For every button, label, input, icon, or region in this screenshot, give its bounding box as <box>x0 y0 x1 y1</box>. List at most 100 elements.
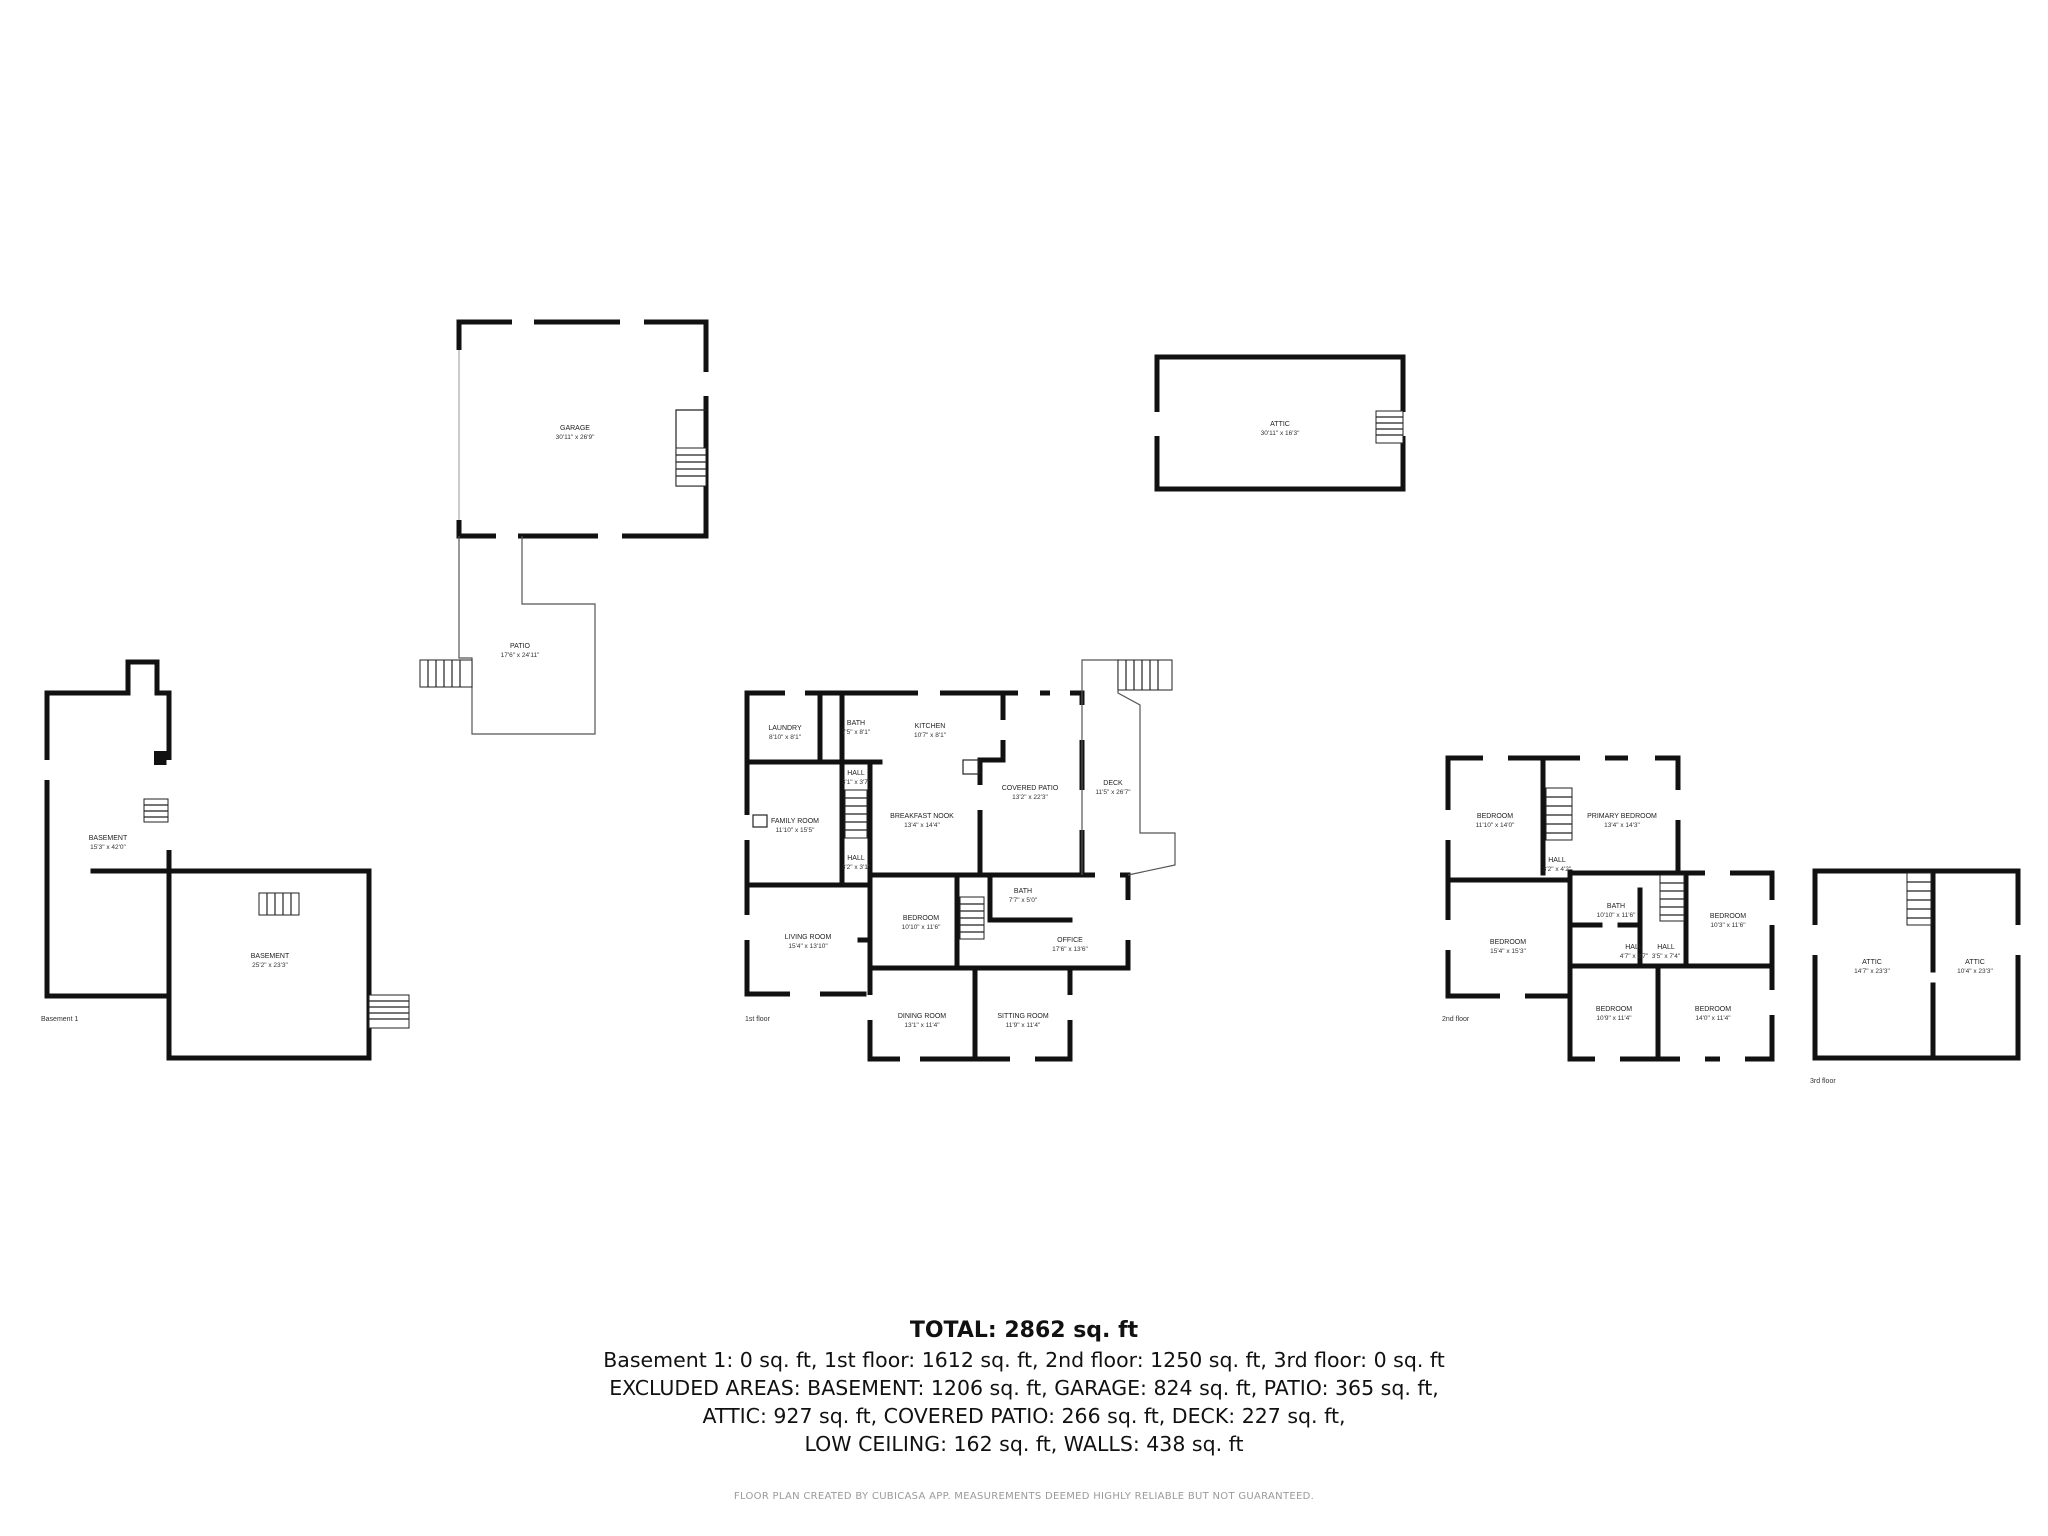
room-name-covered-patio: COVERED PATIO <box>1002 785 1059 792</box>
garage-stairs <box>675 447 707 487</box>
attic-top-stairs <box>1375 410 1404 444</box>
patio-steps <box>419 659 473 688</box>
disclaimer-footer: FLOOR PLAN CREATED BY CUBICASA APP. MEAS… <box>733 1491 1315 1502</box>
room-dim-deck: 11'5" x 26'7" <box>1095 789 1131 796</box>
room-name-kitchen: KITCHEN <box>915 723 946 730</box>
floor-labels: Basement 1 1st floor 2nd floor 3rd floor <box>41 1016 1836 1085</box>
room-name-attic-top: ATTIC <box>1270 421 1290 428</box>
room-dim-hall-1b: 3'2" x 3'1" <box>842 864 871 871</box>
floor-label-second: 2nd floor <box>1442 1016 1470 1023</box>
third-floor-building <box>1812 868 2021 1061</box>
room-name-basement-right: BASEMENT <box>251 953 290 960</box>
room-name-bedroom-2a: BEDROOM <box>1477 813 1513 820</box>
fireplace <box>752 814 768 828</box>
first-floor-building <box>744 690 1131 1062</box>
room-name-hall-2b: HALL <box>1625 944 1643 951</box>
room-dim-hall-1a: 3'1" x 3'7" <box>842 779 871 786</box>
room-name-attic-3b: ATTIC <box>1965 959 1985 966</box>
total-area: TOTAL: 2862 sq. ft <box>909 1318 1139 1343</box>
floor-label-third: 3rd floor <box>1810 1078 1836 1085</box>
room-dim-primary-bedroom: 13'4" x 14'3" <box>1604 822 1640 829</box>
room-dim-hall-2b: 4'7" x 3'7" <box>1620 953 1649 960</box>
room-dim-hall-2c: 3'5" x 7'4" <box>1652 953 1681 960</box>
room-dim-family-room: 11'10" x 15'5" <box>776 827 815 834</box>
basement-exterior-steps <box>368 994 410 1029</box>
attic-top-building <box>1154 354 1406 492</box>
floor-label-basement: Basement 1 <box>41 1016 78 1023</box>
room-dim-bath-1a: 7'5" x 8'1" <box>842 729 871 736</box>
room-name-bath-2: BATH <box>1607 903 1625 910</box>
room-name-bedroom-2e: BEDROOM <box>1695 1006 1731 1013</box>
room-name-breakfast-nook: BREAKFAST NOOK <box>890 813 954 820</box>
third-floor-stairs <box>1906 872 1932 926</box>
room-dim-dining-room: 13'1" x 11'4" <box>904 1022 940 1029</box>
room-name-sitting-room: SITTING ROOM <box>997 1013 1049 1020</box>
room-name-dining-room: DINING ROOM <box>898 1013 946 1020</box>
basement-stairs-a <box>143 798 169 823</box>
room-dim-living-room: 15'4" x 13'10" <box>788 943 828 950</box>
room-dim-laundry: 8'10" x 8'1" <box>769 734 802 741</box>
room-name-bath-1a: BATH <box>847 720 865 727</box>
deck-outline <box>1081 659 1176 876</box>
room-name-hall-2c: HALL <box>1657 944 1675 951</box>
area-summary: TOTAL: 2862 sq. ft Basement 1: 0 sq. ft,… <box>0 1316 2048 1458</box>
room-dim-bath-1b: 7'7" x 5'0" <box>1009 897 1038 904</box>
room-labels: GARAGE 30'11" x 26'9" PATIO 17'6" x 24'1… <box>89 421 1994 1029</box>
room-dim-attic-3a: 14'7" x 23'3" <box>1854 968 1890 975</box>
second-floor-stairs-b <box>1659 874 1685 922</box>
room-name-hall-1a: HALL <box>847 770 865 777</box>
room-dim-bedroom-2d: 10'9" x 11'4" <box>1596 1015 1632 1022</box>
room-name-garage: GARAGE <box>560 425 590 432</box>
second-floor-stairs-a <box>1545 787 1573 841</box>
room-dim-bedroom-2a: 11'10" x 14'0" <box>1476 822 1515 829</box>
room-dim-sitting-room: 11'9" x 11'4" <box>1006 1022 1041 1029</box>
basement-stairs-b <box>258 892 300 916</box>
deck-steps <box>1117 659 1173 691</box>
room-name-attic-3a: ATTIC <box>1862 959 1882 966</box>
room-dim-bedroom-2e: 14'0" x 11'4" <box>1695 1015 1731 1022</box>
room-dim-bedroom-1: 10'10" x 11'6" <box>902 924 941 931</box>
room-name-primary-bedroom: PRIMARY BEDROOM <box>1587 813 1657 820</box>
summary-line-floors: Basement 1: 0 sq. ft, 1st floor: 1612 sq… <box>603 1348 1445 1372</box>
room-name-bedroom-2b: BEDROOM <box>1490 939 1526 946</box>
basement-building <box>44 659 410 1061</box>
room-dim-basement-left: 15'3" x 42'0" <box>90 844 126 851</box>
room-name-bath-1b: BATH <box>1014 888 1032 895</box>
garage-building <box>456 319 709 539</box>
floor-label-first: 1st floor <box>745 1016 771 1023</box>
summary-line-excluded-3: LOW CEILING: 162 sq. ft, WALLS: 438 sq. … <box>804 1432 1244 1456</box>
room-name-hall-2a: HALL <box>1548 857 1566 864</box>
second-floor-building <box>1445 755 1775 1062</box>
room-name-hall-1b: HALL <box>847 855 865 862</box>
first-floor-stairs-b <box>959 896 985 940</box>
room-dim-covered-patio: 13'2" x 22'3" <box>1012 794 1048 801</box>
room-dim-bath-2: 10'10" x 11'6" <box>1597 912 1636 919</box>
room-dim-bedroom-2c: 10'3" x 11'6" <box>1710 922 1746 929</box>
room-name-office: OFFICE <box>1057 937 1083 944</box>
room-name-family-room: FAMILY ROOM <box>771 818 819 825</box>
room-dim-attic-top: 30'11" x 16'3" <box>1261 430 1300 437</box>
patio-outline <box>458 536 596 735</box>
room-name-living-room: LIVING ROOM <box>785 934 832 941</box>
summary-line-excluded-2: ATTIC: 927 sq. ft, COVERED PATIO: 266 sq… <box>702 1404 1346 1428</box>
room-name-bedroom-2d: BEDROOM <box>1596 1006 1632 1013</box>
room-dim-garage: 30'11" x 26'9" <box>556 434 595 441</box>
summary-line-excluded-1: EXCLUDED AREAS: BASEMENT: 1206 sq. ft, G… <box>609 1376 1439 1400</box>
room-dim-office: 17'6" x 13'6" <box>1052 946 1088 953</box>
kitchen-counter <box>962 759 980 775</box>
room-dim-patio: 17'6" x 24'11" <box>501 652 540 659</box>
room-name-bedroom-1: BEDROOM <box>903 915 939 922</box>
room-name-bedroom-2c: BEDROOM <box>1710 913 1746 920</box>
room-dim-bedroom-2b: 15'4" x 15'3" <box>1490 948 1526 955</box>
room-dim-breakfast-nook: 13'4" x 14'4" <box>904 822 940 829</box>
room-dim-kitchen: 10'7" x 8'1" <box>914 732 947 739</box>
room-name-patio: PATIO <box>510 643 531 650</box>
room-dim-hall-2a: 3'2" x 4'2" <box>1543 866 1572 873</box>
room-name-basement-left: BASEMENT <box>89 835 128 842</box>
room-name-laundry: LAUNDRY <box>768 725 802 732</box>
room-name-deck: DECK <box>1103 780 1123 787</box>
room-dim-basement-right: 25'2" x 23'3" <box>252 962 288 969</box>
first-floor-stairs-a <box>844 789 868 839</box>
